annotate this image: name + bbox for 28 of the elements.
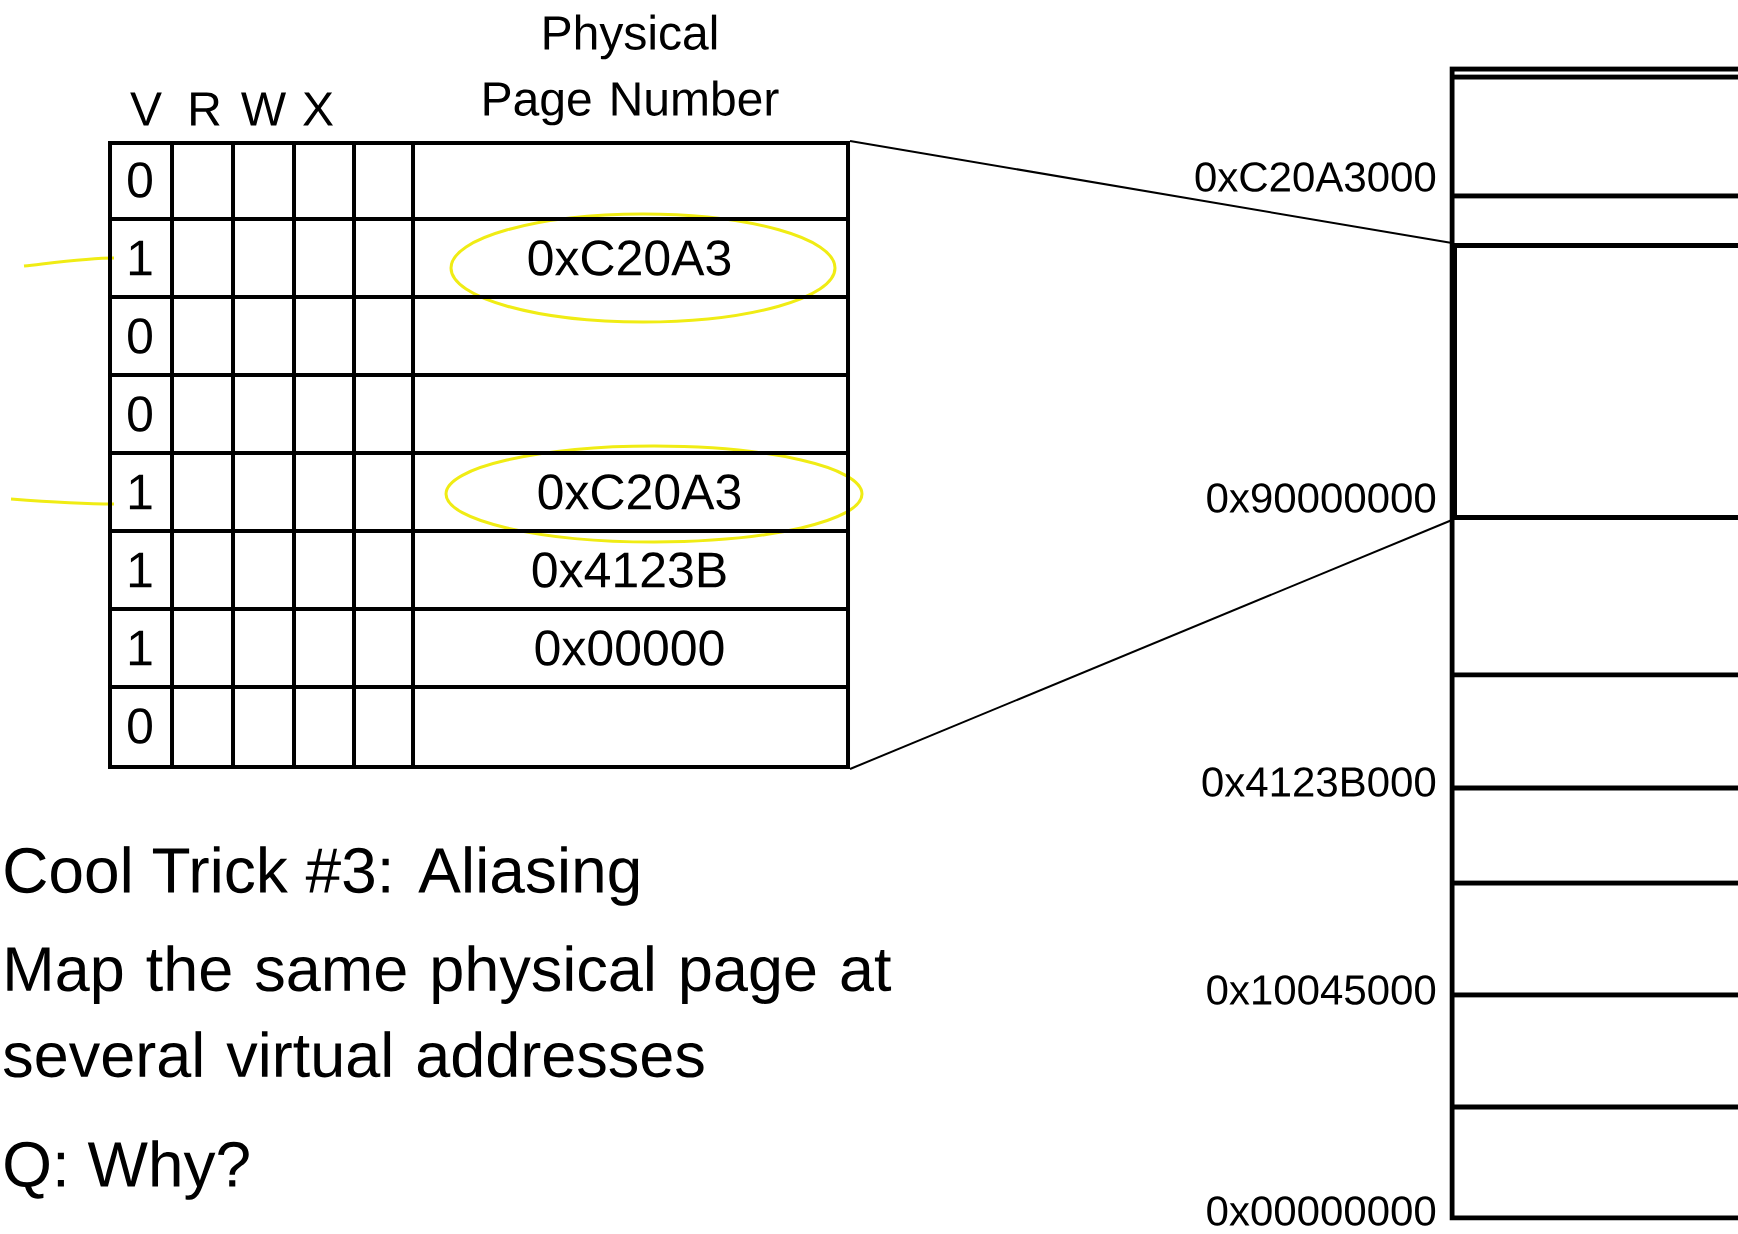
memory-page [1452,243,1738,520]
column-header: R [191,92,220,126]
table-cell-text: 1 [129,474,152,510]
table-cell-text: 0 [128,162,152,198]
table-cell-text: 1 [129,630,152,666]
heading: Cool Trick #3: Aliasing [5,846,639,906]
connector-line [849,140,1453,244]
column-header: V [130,92,162,126]
table-cell-text: 0x00000 [535,630,724,666]
question-text: Q: Why? [5,1140,249,1200]
column-header: W [241,92,286,126]
address-label: 0x4123B000 [1202,767,1436,797]
table-cell-text: 0x4123B [532,552,726,588]
body-text: Map the same physical page at several virtual addresses [3,945,892,1078]
address-label: 0x00000000 [1207,1196,1436,1226]
table-cell-text: 1 [129,240,152,276]
address-label: 0x10045000 [1207,975,1436,1005]
address-label: 0xC20A3000 [1195,162,1436,192]
table-cell-text: 0xC20A3 [538,474,741,510]
column-header: X [303,92,333,126]
table-cell-text: 0 [128,708,152,744]
address-label: 0x90000000 [1207,483,1436,513]
table-cell-text: 0 [128,318,152,354]
table-cell-text: 1 [129,552,152,588]
connector-line [849,519,1453,770]
column-header: Physical Page Number [484,14,779,126]
table-cell-text: 0 [128,396,152,432]
table-cell-text: 0xC20A3 [528,240,731,276]
